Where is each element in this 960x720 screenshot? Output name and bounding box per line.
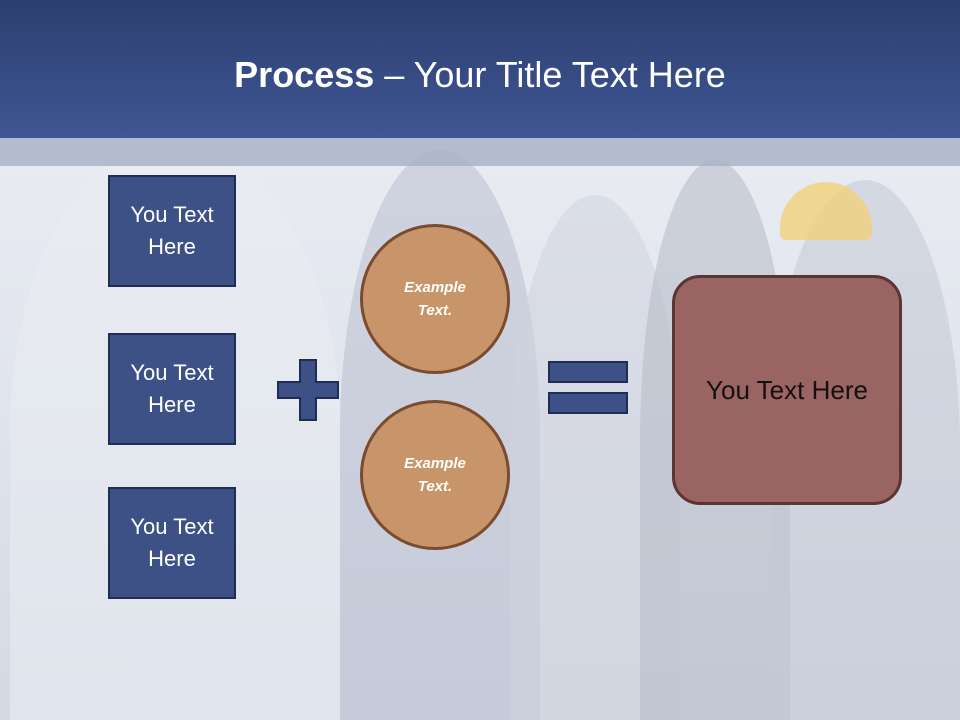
slide-title: Process – Your Title Text Here (0, 50, 960, 100)
left-box-2-text: You Text Here (130, 357, 213, 421)
title-underline-strip (0, 138, 960, 166)
title-rest: – Your Title Text Here (374, 54, 726, 95)
title-bold: Process (234, 54, 375, 95)
left-box-3: You Text Here (108, 487, 236, 599)
left-box-1-text: You Text Here (130, 199, 213, 263)
result-box: You Text Here (672, 275, 902, 505)
example-circle-1-text: Example Text. (404, 276, 466, 322)
result-label: You Text Here (706, 374, 868, 405)
left-box-3-line1: You Text (130, 514, 214, 539)
example-circle-1-line1: Example (404, 279, 466, 296)
example-circle-1: Example Text. (360, 224, 510, 374)
left-box-1: You Text Here (108, 175, 236, 287)
example-circle-2-text: Example Text. (404, 452, 466, 498)
example-circle-2-line1: Example (404, 455, 466, 472)
left-box-2-line1: You Text (130, 360, 214, 385)
example-circle-1-line2: Text. (417, 302, 453, 319)
left-box-2-line2: Here (148, 392, 196, 417)
title-band (0, 0, 960, 138)
left-box-1-line2: Here (148, 234, 196, 259)
left-box-2: You Text Here (108, 333, 236, 445)
left-box-3-text: You Text Here (130, 511, 213, 575)
example-circle-2-line2: Text. (417, 478, 453, 495)
example-circle-2: Example Text. (360, 400, 510, 550)
equals-icon (548, 361, 628, 414)
plus-icon (277, 359, 339, 421)
left-box-1-line1: You Text (130, 202, 214, 227)
left-box-3-line2: Here (148, 546, 196, 571)
